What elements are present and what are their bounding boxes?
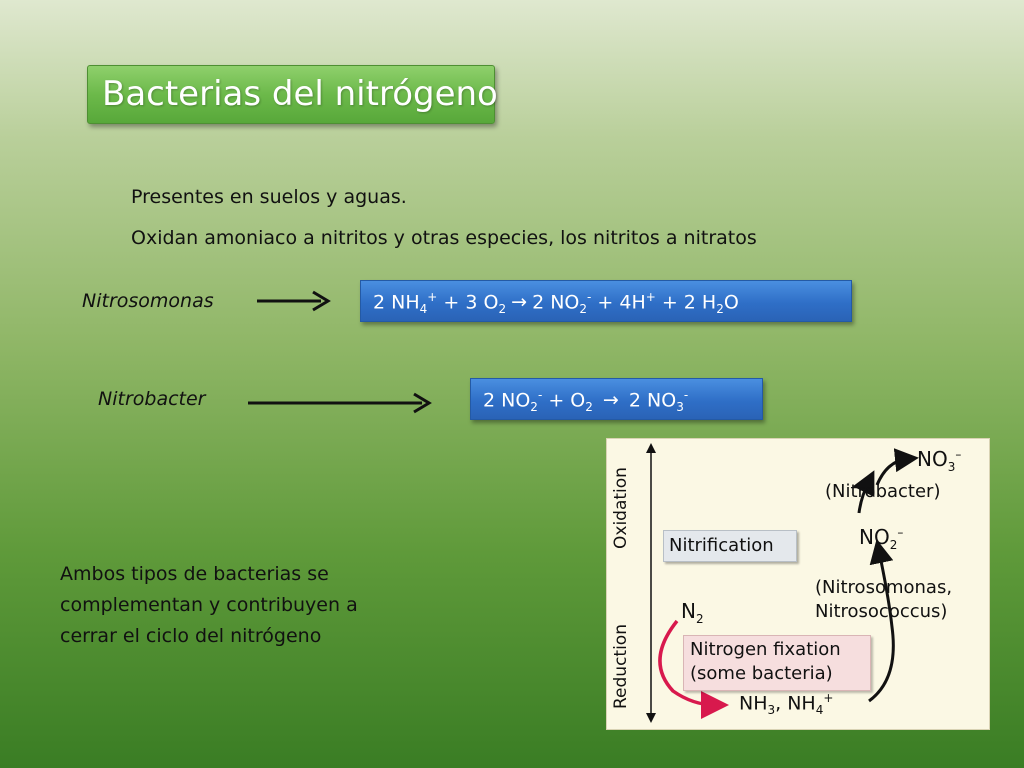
nitrogen-fixation-box: Nitrogen fixation (some bacteria) xyxy=(683,635,871,691)
organism-nitrosomonas: Nitrosomonas xyxy=(82,290,214,312)
fixation-label-1: Nitrogen fixation xyxy=(690,639,841,660)
fixation-label-2: (some bacteria) xyxy=(690,663,833,684)
no3-label: NO3– xyxy=(917,447,962,474)
footer-line-2: complementan y contribuyen a xyxy=(60,594,358,616)
arrow-nh4-to-no2 xyxy=(868,539,895,703)
formula-nitrosomonas: 2 NH4+ + 3 O2→2 NO2- + 4H+ + 2 H2O xyxy=(360,280,852,322)
arrow-right-icon xyxy=(248,392,432,414)
arrow-no2-to-no3 xyxy=(852,470,875,514)
slide-title: Bacterias del nitrógeno xyxy=(102,74,498,114)
nitrosomonas-label: (Nitrosomonas, xyxy=(815,577,953,598)
axis-label-reduction: Reduction xyxy=(611,624,631,709)
formula-2-text: 2 NO2- + O2→2 NO3- xyxy=(483,388,689,415)
axis-bottom-arrowhead xyxy=(646,713,656,723)
axis-top-arrowhead xyxy=(646,443,656,453)
nh3-nh4-label: NH3, NH4+ xyxy=(739,691,834,718)
footer-line-1: Ambos tipos de bacterias se xyxy=(60,563,329,585)
axis-label-oxidation: Oxidation xyxy=(611,467,631,549)
nitrosococcus-label: Nitrosococcus) xyxy=(815,601,948,622)
body-line-2: Oxidan amoniaco a nitritos y otras espec… xyxy=(131,227,757,249)
arrow-nitrobacter-to-no3 xyxy=(875,448,919,486)
n2-label: N2 xyxy=(681,599,704,626)
nitrification-box: Nitrification xyxy=(663,530,797,562)
footer-line-3: cerrar el ciclo del nitrógeno xyxy=(60,625,322,647)
title-box: Bacterias del nitrógeno xyxy=(87,65,498,124)
diagram-arrows xyxy=(646,443,919,723)
arrow-right-icon xyxy=(257,290,331,312)
formula-nitrobacter: 2 NO2- + O2→2 NO3- xyxy=(470,378,763,420)
nitrobacter-label: (Nitrobacter) xyxy=(825,481,941,502)
no2-label: NO2– xyxy=(859,525,904,552)
body-line-1: Presentes en suelos y aguas. xyxy=(131,186,407,208)
nitrification-label: Nitrification xyxy=(669,535,774,556)
formula-1-text: 2 NH4+ + 3 O2→2 NO2- + 4H+ + 2 H2O xyxy=(373,290,739,317)
arrow-fixation xyxy=(658,619,729,719)
nitrogen-cycle-diagram: Oxidation Reduction Nitrification NO3– (… xyxy=(606,438,990,730)
organism-nitrobacter: Nitrobacter xyxy=(98,388,206,410)
